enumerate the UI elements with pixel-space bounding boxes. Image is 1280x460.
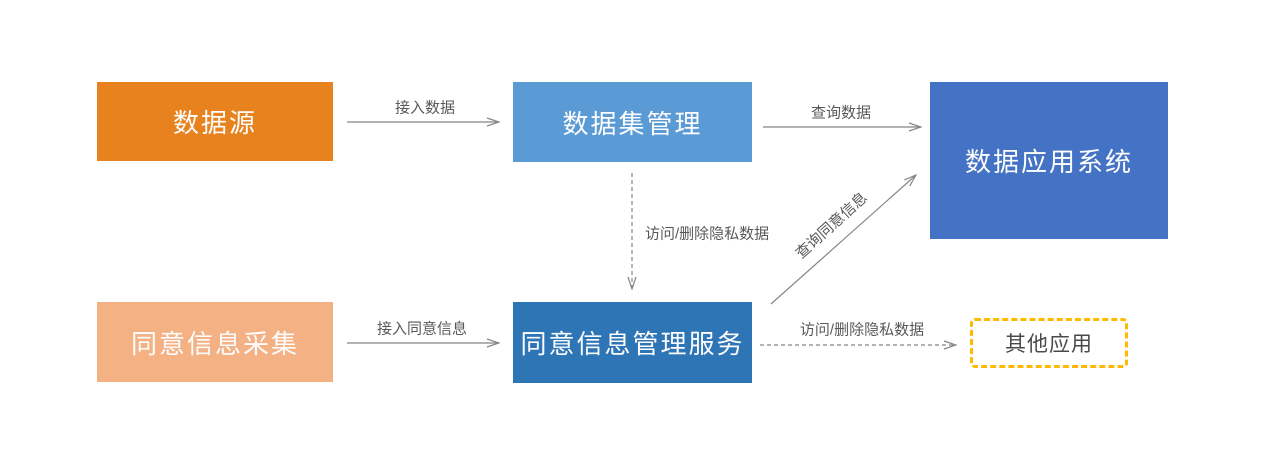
edge-label-access-data: 接入数据	[394, 99, 456, 117]
node-other-applications-label: 其他应用	[1005, 333, 1093, 356]
node-data-application-system-label: 数据应用系统	[964, 147, 1133, 177]
arrow-query-consent-info	[770, 175, 916, 305]
node-data-source-label: 数据源	[172, 108, 257, 138]
node-data-source: 数据源	[97, 82, 333, 161]
node-consent-management-service-label: 同意信息管理服务	[520, 329, 745, 359]
node-data-application-system: 数据应用系统	[930, 82, 1168, 239]
node-dataset-management-label: 数据集管理	[562, 108, 703, 139]
node-consent-collection: 同意信息采集	[97, 302, 333, 382]
edge-label-access-consent-info: 接入同意信息	[376, 320, 468, 338]
node-dataset-management: 数据集管理	[513, 82, 752, 162]
edge-label-access-delete-private-data-horizontal: 访问/删除隐私数据	[799, 321, 925, 339]
node-other-applications: 其他应用	[970, 318, 1128, 368]
edge-label-access-delete-private-data-vertical: 访问/删除隐私数据	[645, 225, 770, 243]
node-consent-collection-label: 同意信息采集	[130, 328, 299, 359]
edge-label-query-data: 查询数据	[810, 104, 872, 122]
node-consent-management-service: 同意信息管理服务	[513, 302, 752, 383]
